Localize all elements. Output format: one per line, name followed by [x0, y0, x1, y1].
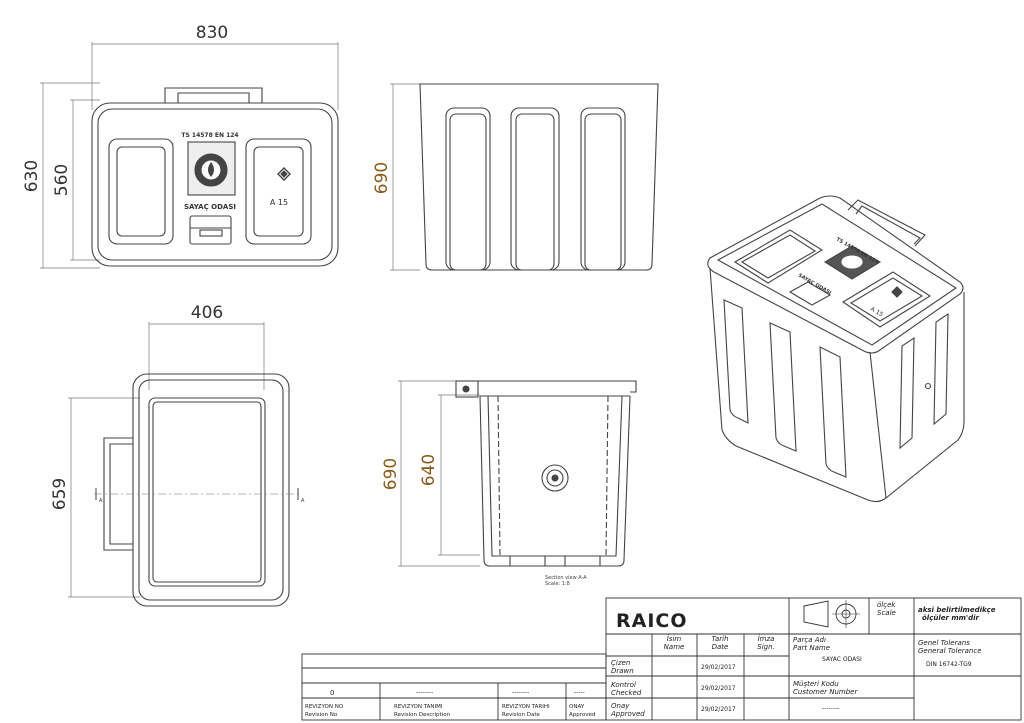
revision-description-header: REVIZYON TANIMI — [394, 704, 443, 710]
column-date-header-en: Date — [712, 643, 729, 651]
dimension-top-height-inner: 560 — [52, 164, 72, 196]
part-name-label: Parça Adı — [793, 636, 826, 644]
column-name-header: İsim — [667, 634, 682, 643]
revision-date-header: REVIZYON TARIHI — [502, 704, 550, 710]
checked-label: Kontrol — [611, 681, 636, 689]
revision-description-header-en: Revision Description — [394, 712, 451, 718]
iso-diamond-icon — [891, 286, 903, 298]
tolerance-value: DIN 16742-TG9 — [926, 661, 972, 668]
scale-label-en: Scale — [877, 609, 896, 617]
dimension-front-height: 690 — [372, 162, 392, 194]
section-marker-right: A — [301, 498, 305, 504]
tolerance-label: Genel Tolerans — [918, 639, 970, 647]
revision-approved: ----- — [574, 689, 585, 696]
unit-note-en: ölçüler mm'dir — [922, 614, 980, 622]
revision-date-header-en: Revision Date — [502, 712, 540, 718]
customer-label-en: Customer Number — [793, 688, 858, 696]
section-view — [398, 380, 637, 567]
dimension-bottom-height: 659 — [50, 478, 70, 510]
revision-number-header: REVIZYON NO — [305, 704, 344, 710]
approved-label: Onay — [611, 702, 630, 710]
top-view — [40, 42, 339, 269]
revision-date: -------- — [512, 689, 529, 696]
scale-label: ölçek — [877, 601, 896, 609]
dimension-top-width: 830 — [196, 23, 228, 43]
checked-label-en: Checked — [611, 689, 642, 697]
revision-number: 0 — [330, 689, 334, 697]
part-name-value: SAYAC ODASI — [822, 656, 862, 663]
section-note-scale: Scale: 1:8 — [545, 581, 570, 587]
column-date-header: Tarih — [711, 635, 728, 643]
customer-label: Müşteri Kodu — [793, 680, 839, 688]
column-name-header-en: Name — [664, 643, 685, 651]
drawn-label-en: Drawn — [611, 667, 634, 675]
revision-approved-header: ONAY — [569, 704, 585, 710]
revision-approved-header-en: Approved — [569, 712, 595, 718]
section-note-title: Section view A-A — [545, 575, 587, 581]
approved-label-en: Approved — [610, 710, 645, 718]
lid-class-label: A 15 — [270, 198, 288, 207]
revision-number-header-en: Revision No — [305, 712, 338, 718]
title-block — [605, 597, 1022, 721]
lid-standard-label: TS 14578 EN 124 — [181, 132, 238, 139]
dimension-section-height-outer: 690 — [381, 458, 401, 490]
part-name-label-en: Part Name — [793, 644, 830, 652]
unit-note: aksi belirtilmedikçe — [918, 606, 996, 614]
lid-product-label: SAYAÇ ODASI — [184, 203, 236, 211]
revision-block — [301, 653, 607, 721]
company-logo: RAICO — [616, 610, 688, 632]
customer-value: -------- — [822, 705, 839, 712]
revision-description: -------- — [416, 689, 433, 696]
front-view — [390, 83, 659, 271]
isometric-view — [707, 195, 965, 503]
dimension-top-height-outer: 630 — [22, 160, 42, 192]
approved-date: 29/02/2017 — [701, 706, 736, 713]
tolerance-label-en: General Tolerance — [918, 647, 982, 655]
drawn-label: Çizen — [611, 659, 630, 667]
column-sign-header-en: Sign. — [757, 643, 775, 651]
section-marker-left: A — [99, 498, 103, 504]
column-sign-header: İmza — [758, 634, 775, 643]
dimension-bottom-width: 406 — [191, 303, 223, 323]
checked-date: 29/02/2017 — [701, 685, 736, 692]
bottom-view — [68, 322, 300, 607]
drawn-date: 29/02/2017 — [701, 664, 736, 671]
dimension-section-height-inner: 640 — [419, 454, 439, 486]
